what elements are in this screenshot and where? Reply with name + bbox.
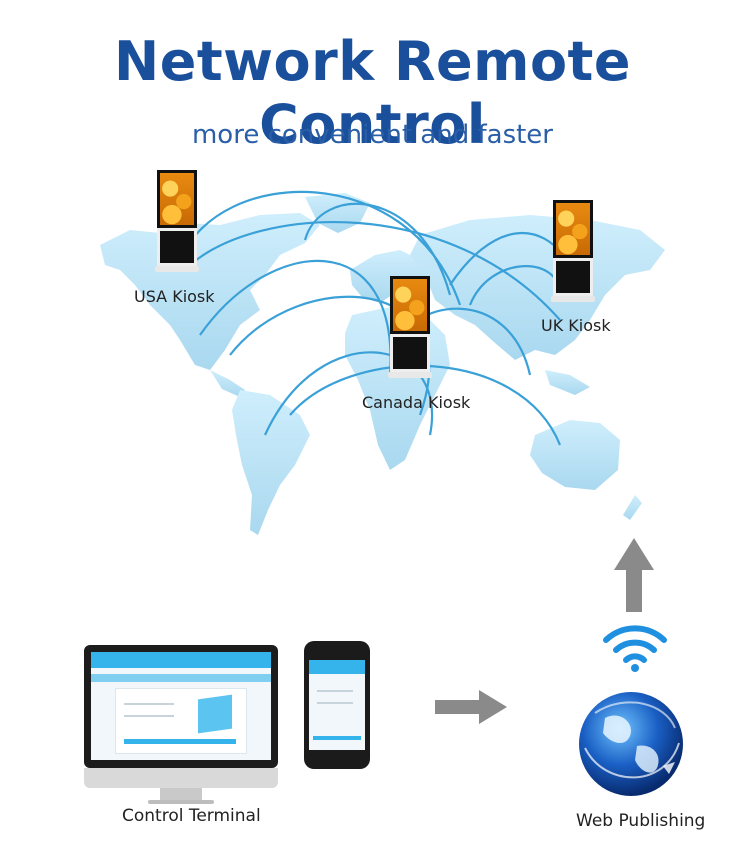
page-title: Network Remote Control	[114, 30, 631, 156]
kiosk-screen	[390, 276, 430, 334]
monitor-stand	[160, 788, 202, 802]
form-line	[317, 690, 353, 692]
form-line	[317, 702, 353, 704]
screen-banner	[91, 674, 271, 682]
uk-kiosk-label: UK Kiosk	[541, 316, 611, 335]
kiosk-screen	[553, 200, 593, 258]
canada-kiosk-label: Canada Kiosk	[362, 393, 471, 412]
page-subtitle: more convenient and faster	[191, 120, 553, 150]
phone-header	[309, 660, 365, 674]
kiosk-icon	[157, 228, 197, 266]
kiosk-icon	[390, 334, 430, 372]
login-card	[115, 688, 247, 754]
kiosk-base	[551, 296, 595, 302]
kiosk-icon	[553, 258, 593, 296]
kiosk-base	[155, 266, 199, 272]
form-line	[124, 715, 174, 717]
web-publishing-label: Web Publishing	[576, 811, 706, 831]
canada-kiosk	[388, 276, 432, 378]
usa-kiosk	[155, 170, 199, 272]
wifi-icon	[603, 625, 667, 672]
uk-kiosk	[551, 200, 595, 302]
usa-kiosk-label: USA Kiosk	[134, 287, 215, 306]
login-button-mock	[124, 739, 236, 744]
control-terminal-label: Control Terminal	[122, 806, 261, 826]
phone-button-mock	[313, 736, 361, 740]
form-line	[124, 703, 174, 705]
right-arrow-icon	[435, 690, 507, 724]
screen-header	[91, 652, 271, 668]
devices-illustration	[198, 694, 232, 734]
monitor-chin	[84, 768, 278, 788]
kiosk-base	[388, 372, 432, 378]
monitor-screen	[91, 652, 271, 760]
kiosk-screen	[157, 170, 197, 228]
phone-screen	[309, 660, 365, 750]
up-arrow-icon	[614, 538, 654, 612]
monitor-foot	[148, 800, 214, 804]
globe-icon	[579, 692, 683, 796]
